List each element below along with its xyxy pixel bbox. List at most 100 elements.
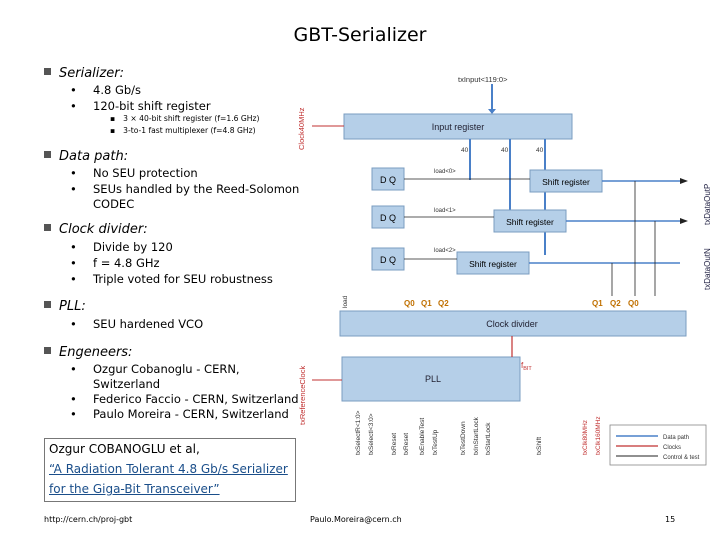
q-label: Q0 [628,299,639,308]
bullet-item: •SEUs handled by the Reed-Solomon CODEC [70,182,300,211]
fbit-label: fBIT [521,361,532,372]
q-label: Q1 [421,299,432,308]
sub-bullet-item: ▪3 × 40-bit shift register (f=1.6 GHz) [110,114,260,123]
output-p-label: txDataOutP [703,184,712,225]
shift-register-label: Shift register [469,259,517,269]
load-vertical-label: load [342,295,349,308]
reference-box: Ozgur COBANOGLU et al, “A Radiation Tole… [44,438,296,502]
section-heading: PLL: [59,299,86,314]
bullet-item: •SEU hardened VCO [70,317,204,331]
pll-label: PLL [425,374,441,384]
bus-width-label: 40 [461,147,469,154]
load-label: load<1> [434,208,456,214]
page-number: 15 [665,515,676,524]
load-label: load<2> [434,248,456,254]
legend-label: Clocks [663,445,681,451]
section-engineers: Engeneers: [44,345,132,360]
load-label: load<0> [434,169,456,175]
bullet-dot-icon: • [70,240,77,254]
clock-divider-label: Clock divider [486,319,538,329]
clock-divider-block [339,310,687,337]
input-register-block [343,113,573,140]
bullet-dot-icon: • [70,317,77,331]
pin-label: txSelectR<1:0> [355,410,362,455]
q-label: Q1 [592,299,603,308]
q-label: Q0 [404,299,415,308]
footer-url: http://cern.ch/proj-gbt [44,515,133,524]
square-bullet-icon [44,68,51,75]
bullet-dot-icon: • [70,392,77,406]
bullet-dot-icon: • [70,362,77,376]
shift-register-label: Shift register [542,177,590,187]
reference-authors: Ozgur COBANOGLU et al, [49,442,200,456]
sub-bullet-icon: ▪ [110,126,116,135]
bullet-item: •4.8 Gb/s [70,83,142,97]
square-bullet-icon [44,224,51,231]
section-heading: Engeneers: [59,345,133,360]
section-heading: Clock divider: [59,222,148,237]
clock40-label: Clock40MHz [297,107,306,150]
reference-link[interactable]: “A Radiation Tolerant 4.8 Gb/s Serialize… [49,462,288,476]
footer-email: Paulo.Moreira@cern.ch [310,515,402,524]
reference-link[interactable]: for the Giga-Bit Transceiver” [49,482,220,496]
bullet-dot-icon: • [70,83,77,97]
square-bullet-icon [44,151,51,158]
square-bullet-icon [44,347,51,354]
ref-clock-label: txReferenceClock [298,366,307,425]
bullet-dot-icon: • [70,182,77,196]
bullet-dot-icon: • [70,99,77,113]
arrow-right-icon [680,218,688,224]
dq-label: D Q [380,255,396,265]
bullet-dot-icon: • [70,256,77,270]
bullet-dot-icon: • [70,272,77,286]
legend-label: Data path [663,435,689,441]
input-register-label: Input register [432,122,485,132]
square-bullet-icon [44,301,51,308]
bullet-item: •Paulo Moreira - CERN, Switzerland [70,407,289,421]
legend-label: Control & test [663,455,700,461]
pin-label: txTestDown [460,421,467,455]
bullet-dot-icon: • [70,407,77,421]
sub-bullet-item: ▪3-to-1 fast multiplexer (f=4.8 GHz) [110,126,256,135]
bullet-item: •f = 4.8 GHz [70,256,160,270]
pin-label: txShift [536,437,543,455]
bullet-dot-icon: • [70,166,77,180]
pin-label: txTestUp [432,429,439,455]
section-datapath: Data path: [44,149,128,164]
pin-label: txEnableTest [419,418,426,455]
bullet-item: •Divide by 120 [70,240,173,254]
section-pll: PLL: [44,299,86,314]
arrow-down-icon [488,109,496,114]
section-heading: Data path: [59,149,129,164]
pin-label: txStartLock [485,422,492,455]
dq-label: D Q [380,175,396,185]
section-heading: Serializer: [59,66,124,81]
pin-labels: txSelectR<1:0> txSelectI<3:0> txReset tx… [355,410,602,455]
page-title: GBT-Serializer [293,24,427,46]
input-label: txInput<119:0> [458,75,508,84]
pin-label: txInStartLock [473,416,480,455]
bullet-item: •120-bit shift register [70,99,211,113]
pin-label: txReset [391,433,398,455]
bullet-item: •Triple voted for SEU robustness [70,272,273,286]
bus-width-label: 40 [536,147,544,154]
bus-width-label: 40 [501,147,509,154]
pin-label: txClk160MHz [595,416,602,455]
pin-label: txSelectI<3:0> [368,413,375,455]
pll-block [341,356,521,402]
shift-register-label: Shift register [506,217,554,227]
section-clock-divider: Clock divider: [44,222,148,237]
section-serializer: Serializer: [44,66,124,81]
bullet-item: •No SEU protection [70,166,198,180]
pin-label: txClk80MHz [582,420,589,455]
arrow-right-icon [680,178,688,184]
legend-box [609,424,707,466]
bullet-item: •Ozgur Cobanoglu - CERN, Switzerland [70,362,240,391]
output-n-label: txDataOutN [703,248,712,290]
bullet-item: •Federico Faccio - CERN, Switzerland [70,392,299,406]
pin-label: txReset [403,433,410,455]
dq-label: D Q [380,213,396,223]
sub-bullet-icon: ▪ [110,114,116,123]
q-label: Q2 [438,299,449,308]
